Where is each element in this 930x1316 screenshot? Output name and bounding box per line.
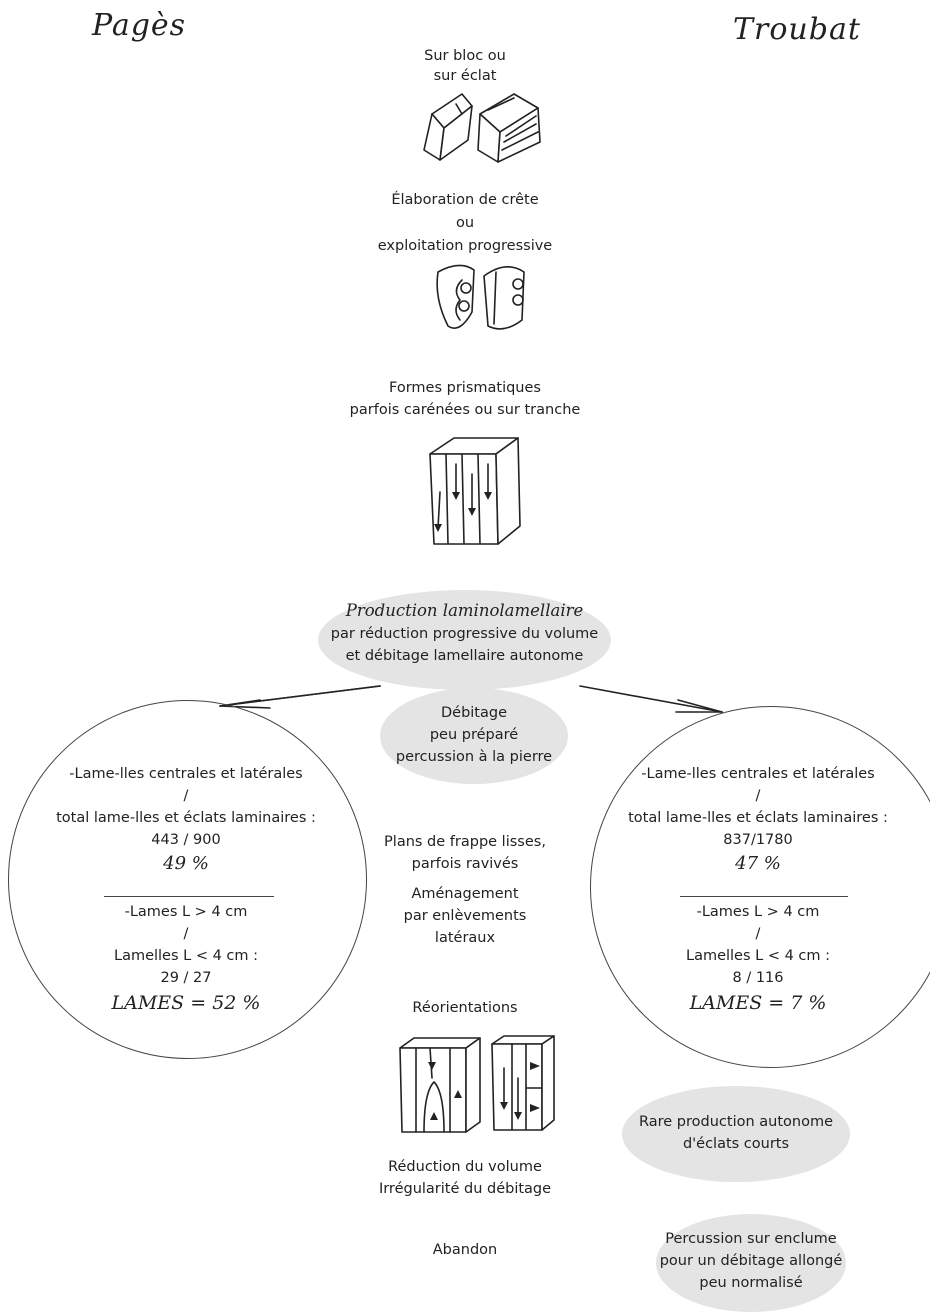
left-stat-l2: / [183,788,189,804]
prismatic-core-illustration [429,437,521,545]
percussion-line1: Percussion sur enclume [665,1231,837,1247]
debitage-line3: percussion à la pierre [395,749,553,765]
left-stat-l5: -Lames L > 4 cm [124,904,248,920]
right-stat-l5: -Lames L > 4 cm [696,904,820,920]
left-stat-l8: 29 / 27 [160,970,212,986]
production-line1: par réduction progressive du volume [330,626,599,642]
rare-production-ellipse [622,1086,850,1182]
production-ellipse [318,590,611,690]
step-crete-line1: Élaboration de crête [391,192,539,208]
step-crete-line3: exploitation progressive [377,238,553,254]
site-title-right: Troubat [733,12,861,47]
crested-cores-illustration [436,264,525,330]
right-divider [680,896,848,897]
percussion-line3: peu normalisé [699,1275,803,1291]
note-amenagement-2: par enlèvements [403,908,527,924]
step-prismatic-line1: Formes prismatiques [389,380,541,396]
note-reorientations: Réorientations [412,1000,518,1016]
percussion-line2: pour un débitage allongé [659,1253,843,1269]
right-stat-l4: 837/1780 [723,832,793,848]
left-stat-l1: -Lame-lles centrales et latérales [69,766,303,782]
left-stats-circle [8,700,367,1059]
note-reduction-1: Réduction du volume [388,1159,542,1175]
right-stat-l7: Lamelles L < 4 cm : [685,948,831,964]
note-abandon: Abandon [432,1242,498,1258]
right-stat-lames: LAMES = 7 % [689,992,827,1014]
left-stat-l6: / [183,926,189,942]
site-title-left: Pagès [92,8,187,43]
step-bloc-eclat: Sur bloc ou sur éclat [424,48,506,84]
production-title: Production laminolamellaire [345,601,584,620]
core-blocks-illustration [423,93,541,163]
step-crete-line2: ou [455,215,475,231]
left-stat-l4: 443 / 900 [151,832,221,848]
left-stat-pct: 49 % [163,853,209,874]
note-amenagement-1: Aménagement [411,886,519,902]
right-stat-pct: 47 % [735,853,781,874]
right-stat-l8: 8 / 116 [732,970,784,986]
left-stat-l7: Lamelles L < 4 cm : [113,948,259,964]
left-divider [104,896,274,897]
right-stats-circle [590,706,930,1068]
left-stat-l3: total lame-lles et éclats laminaires : [56,810,316,826]
note-plans-1: Plans de frappe lisses, [384,834,546,850]
reoriented-cores-illustration [399,1035,555,1133]
note-reduction-2: Irrégularité du débitage [378,1181,552,1197]
note-amenagement-3: latéraux [434,930,496,946]
right-stat-l1: -Lame-lles centrales et latérales [641,766,875,782]
debitage-line2: peu préparé [429,727,519,743]
step-prismatic-line2: parfois carénées ou sur tranche [349,402,581,418]
percussion-ellipse [656,1214,846,1312]
right-stat-l6: / [755,926,761,942]
debitage-line1: Débitage [440,705,507,721]
note-plans-2: parfois ravivés [411,856,519,872]
left-stat-lames: LAMES = 52 % [111,992,261,1014]
rare-production-line1: Rare production autonome [638,1114,834,1130]
production-line2: et débitage lamellaire autonome [345,648,584,664]
right-stat-l3: total lame-lles et éclats laminaires : [628,810,888,826]
rare-production-line2: d'éclats courts [682,1136,790,1152]
debitage-ellipse [380,688,568,784]
right-stat-l2: / [755,788,761,804]
